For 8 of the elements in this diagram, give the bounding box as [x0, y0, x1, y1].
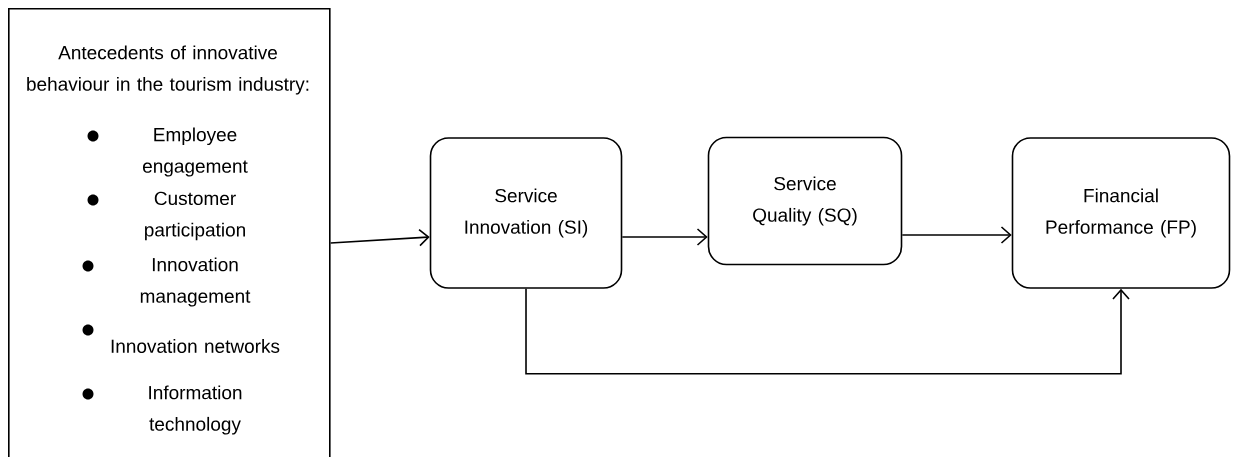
- arrow: [525, 288, 1130, 375]
- arrow: [621, 228, 708, 246]
- arrow: [901, 226, 1012, 244]
- rounded-box: Service Quality (SQ): [707, 136, 903, 266]
- rounded-box: Service Innovation (SI): [429, 137, 623, 289]
- arrow: [329, 228, 430, 247]
- rounded-box: Financial Performance (FP): [1011, 137, 1231, 289]
- text-box: Antecedents of innovative behaviour in the tourism industry: Employee engagement Customer participation Innovation management Innovation networks Information technology: [8, 8, 331, 457]
